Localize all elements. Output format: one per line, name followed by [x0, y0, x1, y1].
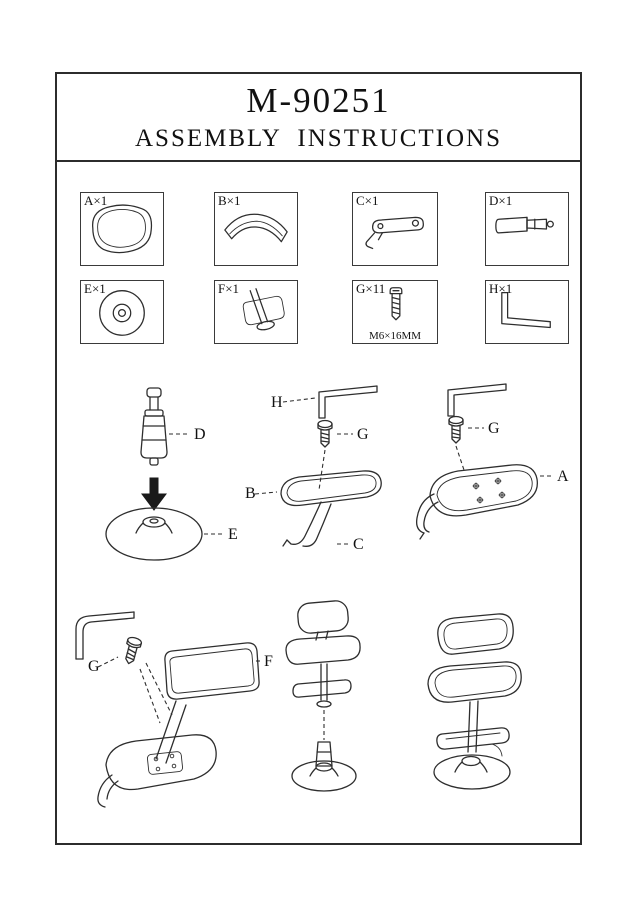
pole [467, 700, 479, 753]
part-label-c: C×1 [356, 193, 379, 208]
seat-part [429, 464, 539, 517]
backrest-part [280, 470, 382, 507]
screw-g [121, 635, 143, 667]
gas-lift-drawing [495, 216, 554, 234]
bracket-part [282, 501, 332, 547]
part-label-g: G×11 [356, 281, 386, 296]
callout-a: A [557, 468, 569, 485]
allen-key-drawing [501, 291, 551, 329]
support-tube [75, 611, 135, 660]
screw-g [317, 419, 333, 448]
gas-lift-part [140, 387, 168, 466]
part-box-gas-lift: D×1 [485, 192, 569, 266]
callout-e: E [228, 526, 238, 543]
seat-underside [97, 734, 217, 808]
step-insert-into-base [285, 600, 361, 792]
part-label-h: H×1 [489, 281, 513, 296]
footrest-ring [164, 642, 260, 700]
step-attach-footrest-pole: G F [75, 611, 273, 808]
leader-b [254, 491, 278, 495]
callout-c: C [353, 536, 364, 553]
insert-line [455, 445, 465, 471]
part-label-b: B×1 [218, 193, 241, 208]
leader-g [97, 656, 119, 668]
insert-line-1 [139, 668, 161, 724]
seat [427, 661, 522, 703]
seat-top-drawing [92, 204, 153, 254]
part-box-allen-key: H×1 [485, 280, 569, 344]
backrest-drawing [224, 213, 288, 243]
callout-h: H [271, 394, 283, 411]
down-arrow [141, 477, 167, 511]
part-label-f: F×1 [218, 281, 240, 296]
part-box-footrest-pole: F×1 [214, 280, 298, 344]
callout-b: B [245, 485, 256, 502]
screw-drawing [389, 287, 403, 321]
callout-g: G [357, 426, 369, 443]
final-assembled-stool [427, 613, 522, 790]
bracket-part [416, 493, 439, 540]
step-attach-backrest: H G B C [245, 385, 382, 553]
insert-line-2 [145, 662, 173, 716]
footrest-pole-drawing [242, 288, 285, 331]
base [433, 754, 511, 790]
pole [155, 700, 187, 764]
part-box-screw: G×11 M6×16MM [352, 280, 438, 344]
step-gaslift-into-base: D E [105, 387, 238, 561]
footrest-ring [436, 727, 510, 757]
base-part [105, 507, 203, 561]
part-label-a: A×1 [84, 193, 108, 208]
allen-key [318, 385, 378, 419]
base-top-drawing [99, 290, 145, 336]
part-box-bracket: C×1 [352, 192, 438, 266]
callout-d: D [194, 426, 206, 443]
callout-g: G [488, 420, 500, 437]
title-block: M-90251 ASSEMBLY INSTRUCTIONS [57, 74, 580, 162]
allen-key [447, 383, 507, 417]
callout-g: G [88, 658, 100, 675]
screw-spec: M6×16MM [368, 330, 422, 342]
base-with-gaslift [291, 741, 357, 792]
step-attach-seat: G A [416, 383, 569, 540]
part-box-base: E×1 [80, 280, 164, 344]
insert-line [318, 449, 326, 491]
model-number: M-90251 [246, 81, 391, 120]
part-label-d: D×1 [489, 193, 513, 208]
part-box-seat: A×1 [80, 192, 164, 266]
sheet-subtitle: ASSEMBLY INSTRUCTIONS [135, 124, 502, 152]
callout-f: F [264, 653, 273, 670]
leader-h [282, 397, 316, 403]
bracket-drawing [365, 216, 424, 250]
backrest [437, 613, 514, 655]
sheet-border: M-90251 ASSEMBLY INSTRUCTIONS A×1 B×1 [55, 72, 582, 845]
screw-g [448, 415, 464, 444]
part-box-backrest: B×1 [214, 192, 298, 266]
part-label-e: E×1 [84, 281, 106, 296]
stool-upper [285, 600, 361, 708]
